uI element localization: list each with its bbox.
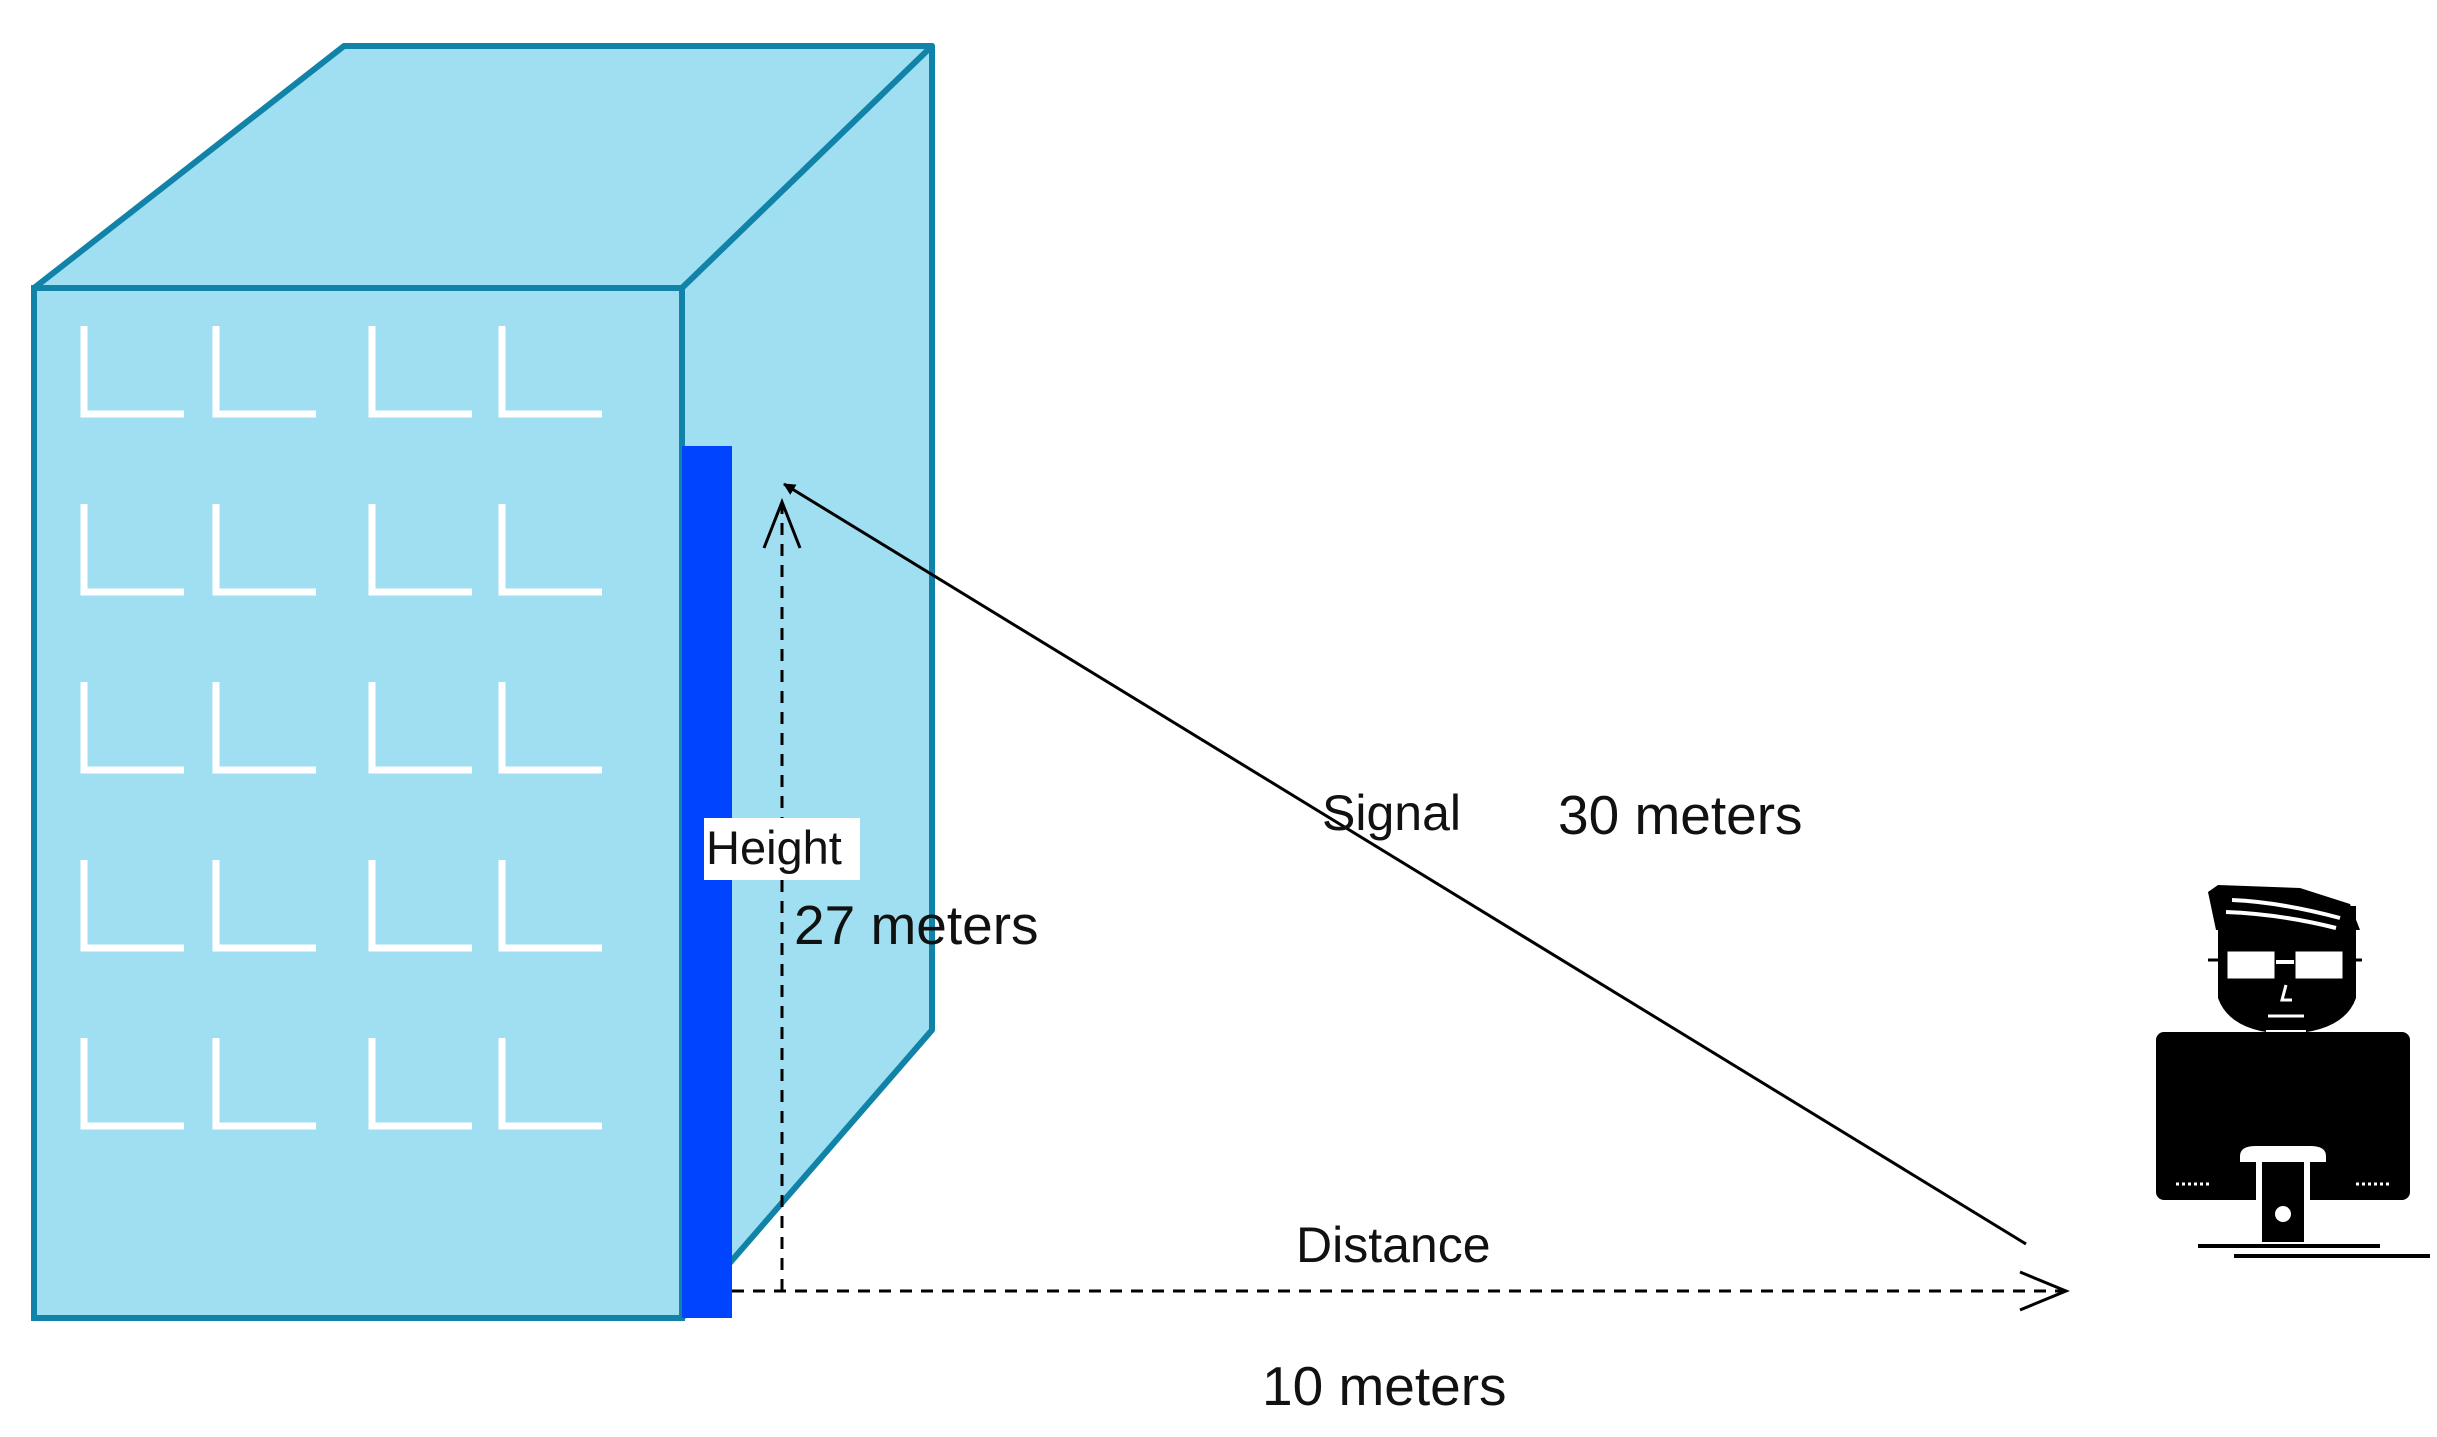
window-icon (80, 326, 184, 418)
window-icon (368, 326, 472, 418)
height-label-bg (704, 818, 860, 880)
window-icon (212, 504, 316, 596)
height-line (762, 497, 802, 1291)
window-icon (80, 504, 184, 596)
signal-line (783, 482, 2027, 1246)
window-icon (212, 682, 316, 774)
window-icon (368, 682, 472, 774)
window-icon (80, 1038, 184, 1130)
window-icon (368, 860, 472, 952)
window-icon (498, 860, 602, 952)
building-front-face (31, 285, 685, 1321)
window-icon (212, 326, 316, 418)
window-icon (368, 1038, 472, 1130)
window-icon (212, 860, 316, 952)
window-icon (498, 326, 602, 418)
distance-line (732, 1270, 2070, 1312)
window-icon (368, 504, 472, 596)
window-icon (498, 1038, 602, 1130)
window-icon (80, 860, 184, 952)
signal-length-label: 30 meters (1558, 784, 1803, 846)
window-icon (80, 682, 184, 774)
building-icon (31, 43, 935, 1321)
distance-label: Distance (1296, 1217, 1491, 1273)
height-length-label: 27 meters (794, 894, 1039, 956)
signal-label: Signal (1322, 785, 1461, 841)
window-icon (212, 1038, 316, 1130)
window-icon (498, 682, 602, 774)
tower-bar (682, 446, 732, 1318)
height-label: Height (706, 821, 842, 874)
window-icon (498, 504, 602, 596)
person-at-computer-icon (2156, 885, 2430, 1258)
distance-length-label: 10 meters (1262, 1355, 1507, 1417)
building-windows (80, 326, 602, 1130)
